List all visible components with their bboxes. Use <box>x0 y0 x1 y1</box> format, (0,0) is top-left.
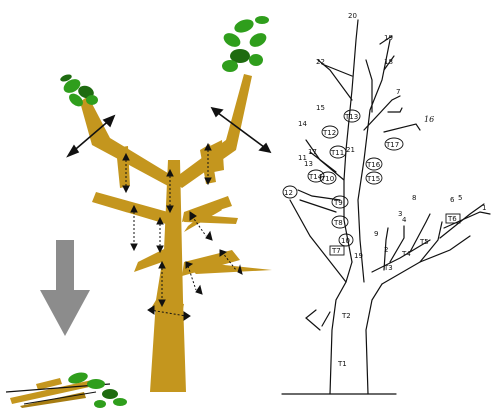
tree-sketch <box>282 20 490 394</box>
down-arrow-icon <box>40 240 90 336</box>
label-9: 9 <box>374 230 378 238</box>
label-15: 15 <box>316 104 325 112</box>
label-12: 12 <box>284 189 293 197</box>
label-19-top: 19 <box>384 34 393 42</box>
branch-upper-left <box>116 146 130 188</box>
label-16: 16 <box>424 115 434 124</box>
label-t12: T12 <box>322 129 336 137</box>
label-21: 21 <box>346 146 355 154</box>
label-1: 1 <box>482 204 486 212</box>
label-14: 14 <box>298 120 307 128</box>
label-t5: T5 <box>419 238 429 246</box>
label-t3: T3 <box>383 264 393 272</box>
label-t4: T4 <box>401 250 411 258</box>
label-t13: T13 <box>344 113 358 121</box>
label-t10: T10 <box>320 175 334 183</box>
label-t8: T8 <box>333 219 343 227</box>
label-8: 8 <box>412 194 416 202</box>
label-t7: T7 <box>331 247 341 255</box>
leaf-cluster-icon <box>59 73 98 109</box>
label-20: 20 <box>348 12 357 20</box>
label-18: 18 <box>384 58 393 66</box>
pruned-tree-illustration <box>59 16 272 392</box>
label-10: 10 <box>341 237 350 245</box>
label-t17: T17 <box>385 141 399 149</box>
label-19: 19 <box>354 252 363 260</box>
label-t15: T15 <box>366 175 380 183</box>
label-5: 5 <box>458 194 462 202</box>
label-t1: T1 <box>337 360 347 368</box>
label-t16: T16 <box>366 161 381 169</box>
sketch-labels: 20 19 22 18 7 15 16 14 17 21 13 T13 T12 … <box>283 12 486 368</box>
label-3: 3 <box>398 210 402 218</box>
label-t6: T6 <box>447 215 457 223</box>
label-4: 4 <box>402 216 407 224</box>
label-t2: T2 <box>341 312 351 320</box>
cut-branches-pile <box>6 371 127 408</box>
label-17: 17 <box>308 148 317 156</box>
label-6: 6 <box>450 196 455 204</box>
leaf-cluster-icon <box>221 16 269 72</box>
branch-middle-left <box>92 192 168 224</box>
branch-lower-right-thin <box>190 262 272 274</box>
label-11: 11 <box>298 154 307 162</box>
label-22: 22 <box>316 58 325 66</box>
label-2: 2 <box>384 246 388 254</box>
label-t11: T11 <box>330 149 344 157</box>
tree-trunk <box>150 160 186 392</box>
label-7: 7 <box>396 88 400 96</box>
label-t9: T9 <box>333 199 343 207</box>
